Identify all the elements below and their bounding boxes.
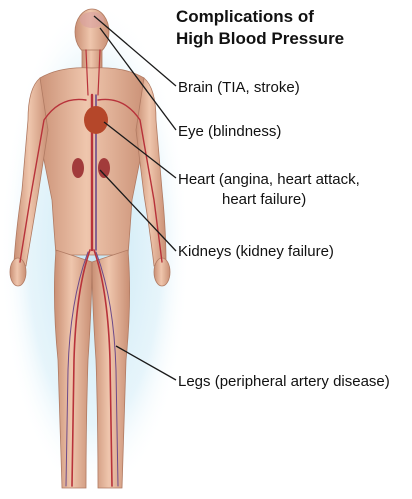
- diagram-title: Complications of High Blood Pressure: [176, 6, 344, 50]
- legs-label: Legs (peripheral artery disease): [178, 372, 390, 391]
- kidneys-label: Kidneys (kidney failure): [178, 242, 334, 261]
- heart-organ: [84, 106, 108, 134]
- brain-region: [80, 12, 104, 28]
- eye-label: Eye (blindness): [178, 122, 281, 141]
- heart-label-line2: heart failure): [222, 190, 306, 209]
- brain-label: Brain (TIA, stroke): [178, 78, 300, 97]
- left-kidney: [72, 158, 84, 178]
- heart-label-line1: Heart (angina, heart attack,: [178, 170, 360, 189]
